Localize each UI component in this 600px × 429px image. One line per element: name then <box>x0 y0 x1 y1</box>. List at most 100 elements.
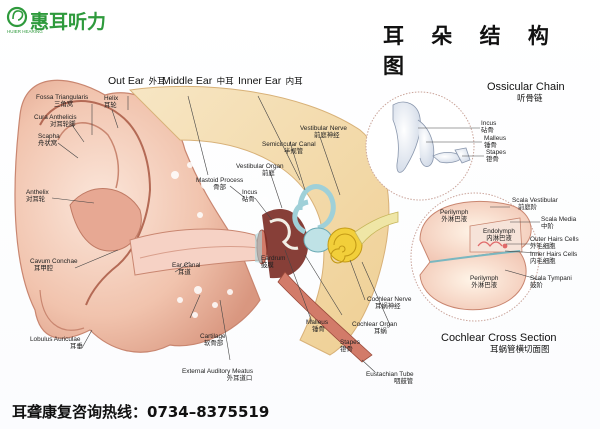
label-scapha: Scapha 舟状窝 <box>38 133 60 147</box>
label-ear-canal-cn: 耳道 <box>178 268 191 276</box>
ear-canal-exit-shape <box>255 230 262 263</box>
section-inner-ear-cn: 内耳 <box>285 76 303 86</box>
label-cartilage: Cartilage 软骨部 <box>200 333 226 347</box>
label-cura-anthelicis: Cura Anthelicis 对耳轮脚 <box>34 114 77 128</box>
outer-hair-cn: 外毛细胞 <box>530 242 556 250</box>
label-vestorgan-cn: 前庭 <box>262 169 275 177</box>
cochlear-cross-section-title: Cochlear Cross Section 耳蜗管横切面图 <box>441 332 557 353</box>
label-malleus-en: Malleus <box>306 319 329 326</box>
label-vestnerve-cn: 前庭神经 <box>314 131 340 139</box>
inner-hair-en: Inner Hairs Cells <box>530 251 578 258</box>
ossicular-label-incus: Incus 砧骨 <box>481 120 497 134</box>
section-middle-ear-cn: 中耳 <box>216 76 234 86</box>
label-cura-en: Cura Anthelicis <box>34 114 77 121</box>
ossicular-malleus-en: Malleus <box>484 135 507 142</box>
cochlear-label-scala-media: Scala Media 中阶 <box>541 216 577 230</box>
perilymph1-cn: 外淋巴液 <box>441 215 467 223</box>
label-incus-en: Incus <box>242 189 258 196</box>
section-outer-ear-cn: 外耳 <box>148 76 166 86</box>
inner-ear-shape <box>292 184 336 253</box>
label-eustachian-tube: Eustachian Tube 咽鼓管 <box>366 371 414 385</box>
label-stapes: Stapes 镫骨 <box>340 339 360 353</box>
cochlear-label-perilymph-upper: Perilymph 外淋巴液 <box>440 209 468 223</box>
label-vestibular-nerve: Vestibular Nerve 前庭神经 <box>300 125 347 139</box>
ear-logo-icon <box>6 6 28 28</box>
label-mastoid-en: Mastoid Process <box>196 177 244 184</box>
scala-vest-en: Scala Vestibular <box>512 197 558 204</box>
ossicular-chain-title: Ossicular Chain 听骨链 <box>487 81 565 102</box>
label-cura-cn: 对耳轮脚 <box>50 120 76 128</box>
label-helix-en: Helix <box>104 95 119 102</box>
label-semicircular-canal: Semicircular Canal 半规管 <box>262 141 316 155</box>
ossicular-incus-en: Incus <box>481 120 497 127</box>
label-cochorgan-en: Cochlear Organ <box>352 321 398 328</box>
section-middle-ear: Middle Ear 中耳 <box>162 72 234 89</box>
ossicular-incus-cn: 砧骨 <box>481 126 494 134</box>
label-anthelix: Anthelix 对耳轮 <box>26 189 49 203</box>
label-fossa-en: Fossa Triangularis <box>36 94 89 101</box>
scala-tymp-cn: 鼓阶 <box>530 281 543 289</box>
label-mastoid-cn: 骨部 <box>213 183 227 191</box>
label-cochnerve-en: Cochlear Nerve <box>367 296 412 303</box>
label-meatus-cn: 外耳道口 <box>226 374 253 382</box>
label-malleus-cn: 锤骨 <box>312 325 325 333</box>
bone-cells-lower <box>177 286 253 321</box>
section-middle-ear-en: Middle Ear <box>162 75 213 87</box>
endolymph-en: Endolymph <box>483 228 515 235</box>
ossicular-leaders <box>418 127 484 157</box>
endolymph-cn: 内淋巴液 <box>486 234 512 242</box>
label-eustachian-cn: 咽鼓管 <box>394 377 414 385</box>
label-helix: Helix 耳轮 <box>104 95 119 109</box>
ossicular-label-stapes: Stapes 镫骨 <box>486 149 506 163</box>
leader-lines <box>51 95 391 373</box>
scala-media-cn: 中阶 <box>541 222 554 230</box>
label-external-auditory-meatus: External Auditory Meatus 外耳道口 <box>182 368 253 382</box>
label-malleus: Malleus 锤骨 <box>306 319 329 333</box>
scala-media-en: Scala Media <box>541 216 577 223</box>
outer-hair-en: Outer Hairs Cells <box>530 236 579 243</box>
cochlea-shape <box>327 227 363 264</box>
label-semicanal-cn: 半规管 <box>284 147 304 155</box>
label-incus-cn: 砧骨 <box>242 195 255 203</box>
brand-subtitle: HUIER HEARING <box>7 29 43 34</box>
label-cavum-en: Cavum Conchae <box>30 258 78 265</box>
mastoid-air-cells <box>171 162 268 218</box>
label-cochlear-nerve: Cochlear Nerve 耳蜗神经 <box>367 296 412 310</box>
label-semicanal-en: Semicircular Canal <box>262 141 316 148</box>
cochlear-label-inner-hair-cells: Inner Hairs Cells 内毛细胞 <box>530 251 578 265</box>
label-cavum-cn: 耳甲腔 <box>34 264 54 272</box>
scala-vest-cn: 前庭阶 <box>518 203 538 211</box>
label-fossa-cn: 三角窝 <box>54 100 74 108</box>
label-scapha-cn: 舟状窝 <box>38 139 58 147</box>
label-helix-cn: 耳轮 <box>104 101 117 109</box>
label-cartilage-en: Cartilage <box>200 333 226 340</box>
label-stapes-cn: 镫骨 <box>340 345 353 353</box>
hotline-text: 耳聋康复咨询热线：0734–8375519 <box>12 403 270 421</box>
perilymph2-en: Perilymph <box>470 275 499 282</box>
label-eardrum-cn: 鼓膜 <box>261 261 274 269</box>
scala-tymp-en: Scala Tympani <box>530 275 572 282</box>
page-title: 耳 朵 结 构 图 <box>383 24 559 78</box>
cochlear-label-endolymph: Endolymph 内淋巴液 <box>483 228 515 242</box>
label-stapes-en: Stapes <box>340 339 360 346</box>
label-ear-canal: Ear Canal 耳道 <box>172 262 200 276</box>
section-inner-ear: Inner Ear 内耳 <box>238 72 303 89</box>
cochlear-label-outer-hair-cells: Outer Hairs Cells 外毛细胞 <box>530 236 579 250</box>
label-fossa-triangularis: Fossa Triangularis 三角窝 <box>36 94 89 108</box>
label-cartilage-cn: 软骨部 <box>204 339 224 347</box>
ossicular-stapes-en: Stapes <box>486 149 506 156</box>
cochlear-label-scala-vestibular: Scala Vestibular 前庭阶 <box>512 197 558 211</box>
section-inner-ear-en: Inner Ear <box>238 75 282 87</box>
cochlear-label-scala-tympani: Scala Tympani 鼓阶 <box>530 275 572 289</box>
ossicular-stapes-cn: 镫骨 <box>486 155 499 163</box>
label-cochorgan-cn: 耳蜗 <box>374 327 387 335</box>
label-cochnerve-cn: 耳蜗神经 <box>375 302 401 310</box>
label-vestnerve-en: Vestibular Nerve <box>300 125 347 132</box>
label-eustachian-en: Eustachian Tube <box>366 371 414 378</box>
section-outer-ear-en: Out Ear <box>108 75 145 87</box>
label-lobulus-en: Lobulus Auriculae <box>30 336 81 343</box>
cochlear-label-perilymph-lower: Perilymph 外淋巴液 <box>470 275 499 289</box>
ossicles-shape <box>269 218 299 250</box>
